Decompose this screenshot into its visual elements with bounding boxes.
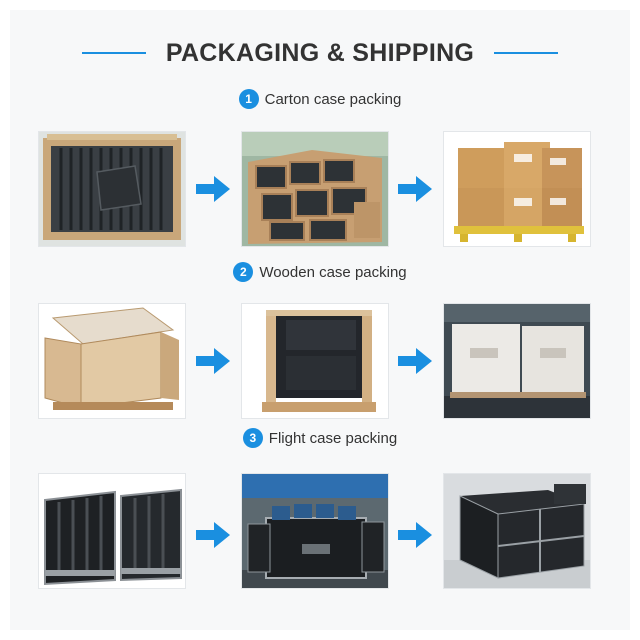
step-number-badge: 2 [233, 262, 254, 282]
right-arrow-icon [398, 347, 432, 375]
page-title: PACKAGING & SHIPPING [165, 38, 475, 67]
right-arrow-icon [398, 521, 432, 549]
right-arrow-icon [398, 175, 432, 203]
cabinets-in-crate-photo [241, 303, 389, 419]
title-divider-right [494, 52, 559, 54]
open-flight-cases-photo [38, 473, 186, 589]
section-label-flight: 3 Flight case packing [10, 426, 630, 450]
packaging-shipping-panel: PACKAGING & SHIPPING 1 Carton case packi… [10, 10, 630, 630]
step-number-badge: 3 [242, 428, 263, 448]
right-arrow-icon [196, 347, 230, 375]
wooden-packing-row [10, 303, 630, 421]
open-wooden-crate-photo [38, 303, 186, 419]
loaded-flight-case-photo [241, 473, 389, 589]
section-label-wooden: 2 Wooden case packing [10, 260, 630, 284]
filled-cartons-photo [241, 131, 389, 247]
carton-packing-row [10, 131, 630, 249]
section-title: Wooden case packing [259, 263, 407, 281]
flight-case-packing-row [10, 473, 630, 591]
section-title: Flight case packing [268, 429, 398, 447]
section-title: Carton case packing [264, 90, 402, 108]
closed-wooden-crates-photo [443, 303, 591, 419]
palletized-cartons-photo [443, 131, 591, 247]
step-number-badge: 1 [238, 89, 259, 109]
stacked-flight-cases-photo [443, 473, 591, 589]
led-modules-in-carton-photo [38, 131, 186, 247]
title-row: PACKAGING & SHIPPING [10, 38, 630, 68]
right-arrow-icon [196, 175, 230, 203]
right-arrow-icon [196, 521, 230, 549]
title-divider-left [81, 52, 146, 54]
section-label-carton: 1 Carton case packing [10, 87, 630, 111]
